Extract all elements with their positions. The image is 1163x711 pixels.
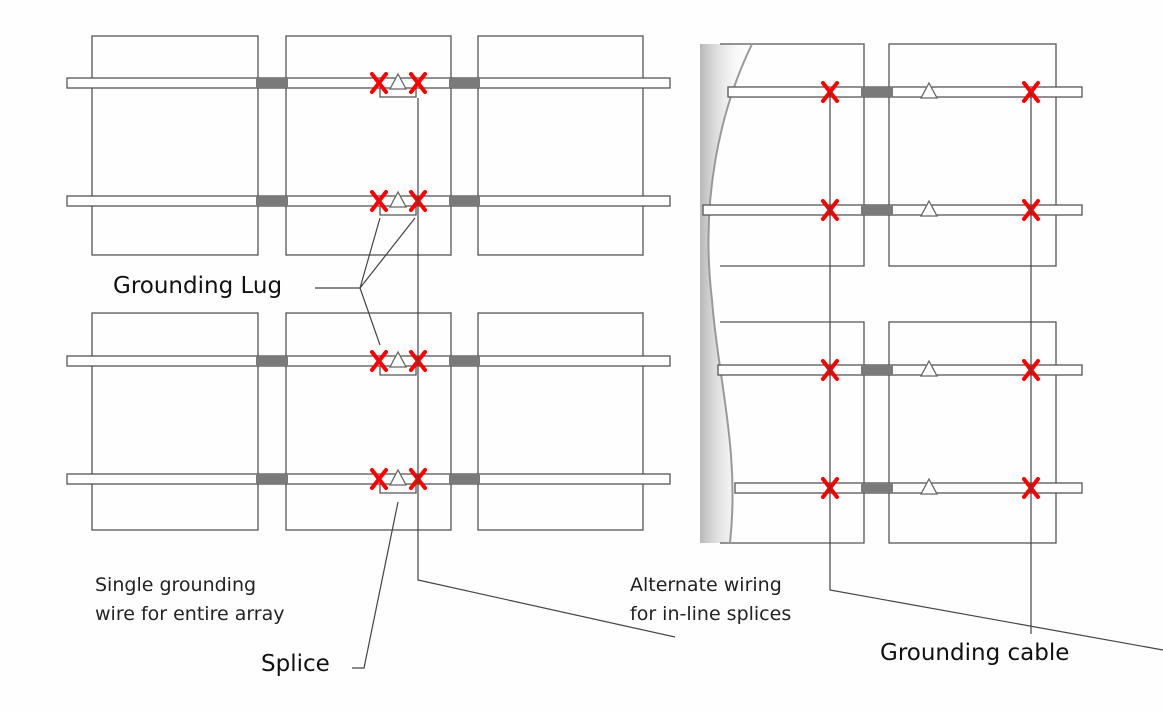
alternate-wire [417, 98, 676, 638]
solar-panel [285, 35, 452, 256]
rail-splice [861, 87, 893, 97]
solar-panel [91, 312, 259, 531]
torn-edge [707, 43, 753, 544]
splice-leader [352, 501, 399, 669]
solar-panel [477, 312, 644, 531]
lug-bracket [379, 88, 417, 98]
lug-bracket [379, 206, 417, 216]
triangle-icon [919, 81, 939, 99]
red-x-icon [370, 72, 388, 94]
grounding-lug-label: Grounding Lug [113, 273, 283, 299]
triangle-icon [388, 468, 408, 486]
mounting-rail [66, 473, 671, 485]
mounting-rail [66, 355, 671, 367]
rail-splice [449, 356, 480, 366]
solar-panel [720, 321, 865, 544]
grounding-cable-label: Grounding cable [880, 640, 1070, 666]
triangle-icon [388, 190, 408, 208]
red-x-icon [370, 468, 388, 490]
red-x-icon [370, 350, 388, 372]
torn-edge-shadow [700, 44, 752, 543]
rail-splice [449, 78, 480, 88]
rail-splice [449, 474, 480, 484]
mounting-rail [727, 86, 1083, 98]
single-wire-label-1: Single grounding [95, 574, 257, 596]
red-x-icon [370, 190, 388, 212]
rail-splice [256, 78, 288, 88]
triangle-icon [919, 359, 939, 377]
rail-splice [861, 365, 893, 375]
cable-wire-1 [829, 92, 1163, 651]
alternate-label-2: for in-line splices [630, 603, 792, 625]
rail-splice [256, 196, 288, 206]
solar-panel [477, 35, 644, 256]
rail-splice [256, 356, 288, 366]
solar-panel [888, 43, 1057, 267]
rail-splice [256, 474, 288, 484]
rail-splice [861, 205, 893, 215]
solar-panel [91, 35, 259, 256]
mounting-rail [717, 364, 1083, 376]
triangle-icon [388, 72, 408, 90]
mounting-rail [734, 482, 1083, 494]
splice-label: Splice [261, 651, 330, 677]
red-x-icon [409, 72, 427, 94]
triangle-icon [919, 477, 939, 495]
solar-panel [720, 43, 865, 267]
rail-splice [449, 196, 480, 206]
triangle-icon [388, 350, 408, 368]
alternate-label-1: Alternate wiring [630, 574, 782, 596]
solar-panel [285, 312, 452, 531]
triangle-icon [919, 199, 939, 217]
lug-leader [315, 217, 416, 346]
single-wire-label-2: wire for entire array [95, 603, 285, 625]
mounting-rail [66, 77, 671, 89]
solar-panel [888, 321, 1057, 544]
lug-bracket [379, 484, 417, 494]
rail-splice [861, 483, 893, 493]
lug-bracket [379, 366, 417, 376]
mounting-rail [66, 195, 671, 207]
